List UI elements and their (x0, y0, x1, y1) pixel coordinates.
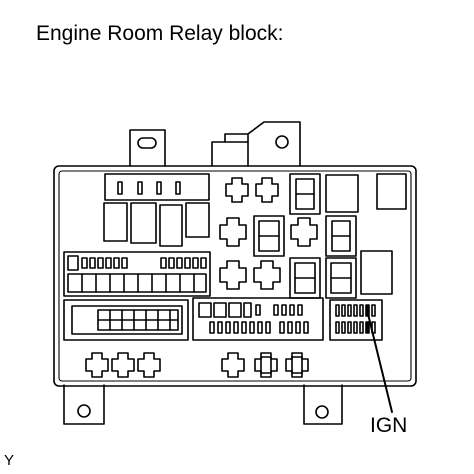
center-fuse-bank (192, 297, 324, 341)
relay-block-body (53, 165, 417, 387)
ign-fuse-bank (329, 299, 383, 341)
cross-sockets (219, 177, 318, 290)
ign-leader-line (367, 313, 393, 413)
bottom-mounting-tabs (63, 384, 343, 425)
diagram-title: Engine Room Relay block: (36, 22, 284, 45)
fuse-sockets (253, 173, 357, 299)
bottom-cross-sockets (85, 352, 309, 378)
right-blocks (325, 173, 407, 295)
fuse-row-connector (63, 251, 211, 297)
top-connector (104, 173, 210, 201)
large-relays (103, 202, 210, 247)
figure-corner-mark: Y (4, 452, 15, 469)
lower-left-connector (63, 299, 189, 341)
top-mounting-tabs (129, 121, 301, 167)
ign-callout-label: IGN (370, 414, 408, 437)
